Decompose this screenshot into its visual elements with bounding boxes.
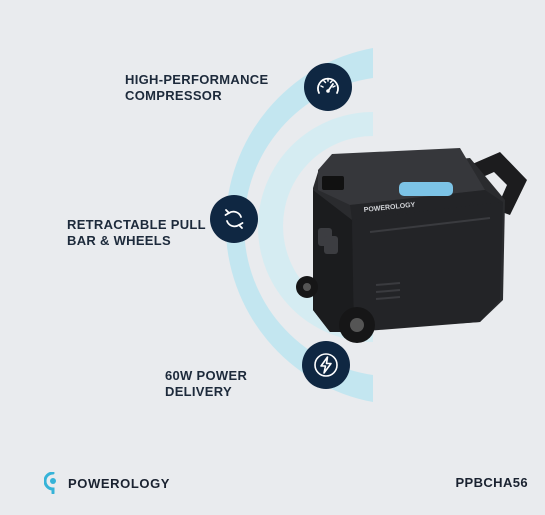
feature-badge-pull-bar — [210, 195, 258, 243]
control-panel — [322, 176, 344, 190]
lid-handle — [399, 182, 453, 196]
cooler-front — [352, 202, 503, 332]
lightning-icon — [314, 353, 338, 377]
rotate-arrows-icon — [224, 209, 244, 229]
pull-handle — [470, 152, 527, 215]
arc-shape — [225, 48, 373, 402]
brand-name: POWEROLOGY — [68, 475, 171, 491]
inner-arc-shape — [258, 112, 373, 342]
powerology-logo-icon — [44, 472, 56, 494]
model-number: PPBCHA56 — [455, 475, 528, 490]
feature-label-power-delivery: 60W POWER DELIVERY — [165, 368, 248, 399]
feature-badge-compressor — [304, 63, 352, 111]
feature-label-pull-bar: RETRACTABLE PULL BAR & WHEELS — [67, 217, 206, 248]
feature-label-compressor: HIGH-PERFORMANCE COMPRESSOR — [125, 72, 269, 103]
gauge-icon — [317, 77, 339, 94]
brand-logo: POWEROLOGY — [44, 472, 170, 494]
feature-badge-power-delivery — [302, 341, 350, 389]
